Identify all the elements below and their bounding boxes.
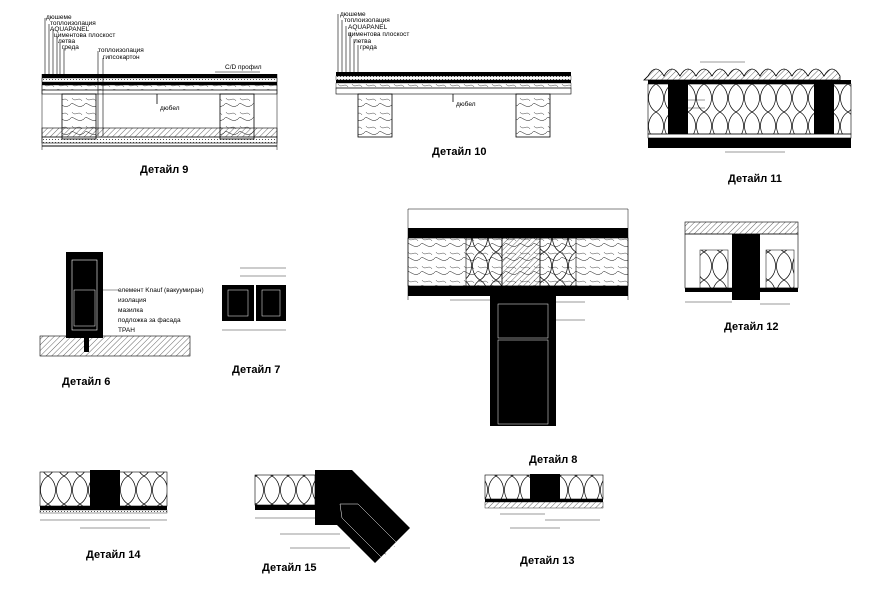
detail10-layer-2: топлоизолация — [344, 17, 390, 24]
detail-15: Детайл 15 — [254, 470, 410, 574]
detail15-caption: Детайл 15 — [262, 562, 317, 574]
detail12-caption: Детайл 12 — [724, 321, 779, 333]
detail-13: Детайл 13 — [484, 474, 604, 567]
detail9-layer-6: греда — [62, 44, 79, 51]
detail10-layer-1: дюшеме — [340, 11, 366, 18]
detail10-layer-3: AQUAPANEL — [348, 24, 388, 31]
detail9-profile-label: C/D профил — [225, 64, 262, 71]
detail9-layer-1: дюшеме — [46, 14, 72, 21]
detail9-layer-2: топлоизолация — [50, 20, 96, 27]
detail9-layer-4: циментова плоскост — [54, 32, 115, 39]
detail14-caption: Детайл 14 — [86, 549, 141, 561]
detail9-layer-5: летва — [58, 38, 76, 45]
detail10-layer-5: летва — [354, 38, 372, 45]
detail-14: Детайл 14 — [39, 470, 168, 561]
detail6-label-4: подложка за фасада — [118, 317, 181, 324]
detail-10: дюшеме топлоизолация AQUAPANEL циментова… — [335, 11, 572, 158]
detail6-caption: Детайл 6 — [62, 376, 110, 388]
detail-9: дюшеме топлоизолация AQUAPANEL циментова… — [41, 14, 278, 176]
detail6-label-2: изолация — [118, 297, 147, 304]
detail11-caption: Детайл 11 — [728, 173, 782, 185]
detail8-caption: Детайл 8 — [529, 454, 577, 466]
detail-6: елемент Knauf (вакуумиран) изолация мази… — [39, 252, 204, 388]
detail-8: Детайл 8 — [407, 208, 629, 466]
detail9-layer-3: AQUAPANEL — [50, 26, 90, 33]
detail-7: Детайл 7 — [222, 267, 286, 376]
detail6-label-5: ТРАН — [118, 327, 135, 334]
detail10-caption: Детайл 10 — [432, 146, 487, 158]
detail13-caption: Детайл 13 — [520, 555, 575, 567]
detail9-dowel-label: дюбел — [160, 104, 180, 112]
detail9-right-label-2: гипсокартон — [103, 54, 140, 61]
detail7-caption: Детайл 7 — [232, 364, 280, 376]
detail6-label-3: мазилка — [118, 307, 143, 314]
detail10-dowel-label: дюбел — [456, 100, 476, 108]
detail9-right-label-1: топлоизолация — [98, 47, 144, 54]
detail6-label-1: елемент Knauf (вакуумиран) — [118, 287, 204, 294]
detail10-layer-6: греда — [360, 44, 377, 51]
detail-11: Детайл 11 — [643, 61, 852, 185]
detail-12: Детайл 12 — [684, 221, 799, 333]
detail10-layer-4: циментова плоскост — [348, 31, 409, 38]
detail9-caption: Детайл 9 — [140, 164, 188, 176]
